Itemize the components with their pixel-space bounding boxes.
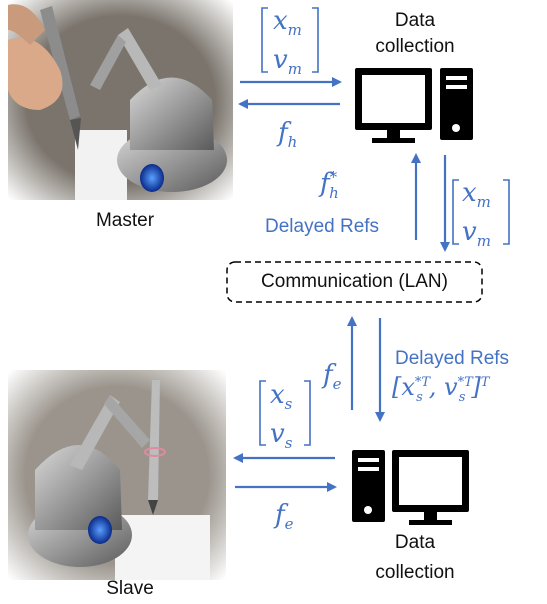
vector-xs-vs: xs vs	[270, 380, 292, 458]
master-led	[140, 164, 164, 192]
slave-led	[88, 516, 112, 544]
fh-star-label: f*h	[320, 168, 339, 202]
data-collection-top-label: Data collection	[345, 8, 485, 60]
dv-sub1: s	[416, 389, 423, 405]
fe-bottom-sub: e	[284, 515, 294, 534]
vm-top-sub: m	[287, 60, 302, 79]
fe-mid-label: fe	[323, 360, 342, 393]
vm-right: v	[462, 217, 477, 248]
vm-right-sub: m	[476, 232, 491, 251]
delayed-refs-bottom: Delayed Refs	[395, 348, 510, 369]
xs: x	[270, 380, 285, 410]
vm-top: v	[273, 45, 288, 76]
dv-sup3: T	[480, 375, 490, 390]
fh-label: fh	[278, 118, 297, 151]
xm-top-sub: m	[287, 21, 302, 40]
data-collection-bottom-label: Data collection	[345, 528, 485, 588]
fe-bottom-label: fe	[275, 500, 294, 533]
dc-top-line1: Data	[394, 10, 436, 31]
slave-robot-photo	[8, 370, 226, 580]
xm-top: x	[273, 6, 288, 36]
slave-label: Slave	[106, 578, 154, 599]
vector-xm-vm-right: xm vm	[462, 178, 491, 256]
fe-mid-sub: e	[332, 375, 342, 394]
vs: v	[270, 419, 285, 450]
fe-bottom-f: f	[275, 500, 285, 530]
fh-star-sub: h	[329, 183, 339, 202]
arrows	[233, 77, 450, 492]
dc-bottom-line2: collection	[375, 562, 455, 583]
fh-star-f: f	[320, 168, 330, 199]
master-robot-photo	[8, 0, 233, 200]
xs-sub: s	[284, 395, 293, 414]
computer-top-icon	[355, 68, 473, 143]
master-label: Master	[95, 210, 155, 231]
dv-close: ]	[471, 373, 481, 401]
delayed-refs-top: Delayed Refs	[265, 216, 380, 237]
brackets	[259, 7, 510, 446]
dc-top-line2: collection	[375, 36, 455, 57]
delayed-vector: [x*Ts, v*Ts]T	[392, 373, 489, 405]
xm-right: x	[462, 178, 477, 208]
fh-sub: h	[287, 133, 298, 152]
computer-bottom-icon	[352, 450, 469, 525]
communication-label: Communication (LAN)	[261, 271, 448, 292]
dv-mid: , v	[428, 373, 458, 401]
dc-bottom-line1: Data	[394, 532, 436, 553]
dv-sup2: *T	[457, 375, 473, 390]
fh-star-sup: *	[329, 168, 338, 186]
fe-mid-f: f	[323, 360, 333, 390]
fh-f: f	[278, 118, 288, 148]
dv-open: [x	[392, 373, 415, 401]
vs-sub: s	[284, 434, 293, 453]
dv-sup1: *T	[414, 375, 431, 390]
communication-box	[226, 261, 483, 303]
xm-right-sub: m	[476, 193, 491, 212]
vector-xm-vm-top: xm vm	[273, 6, 302, 84]
dv-sub2: s	[458, 389, 466, 405]
